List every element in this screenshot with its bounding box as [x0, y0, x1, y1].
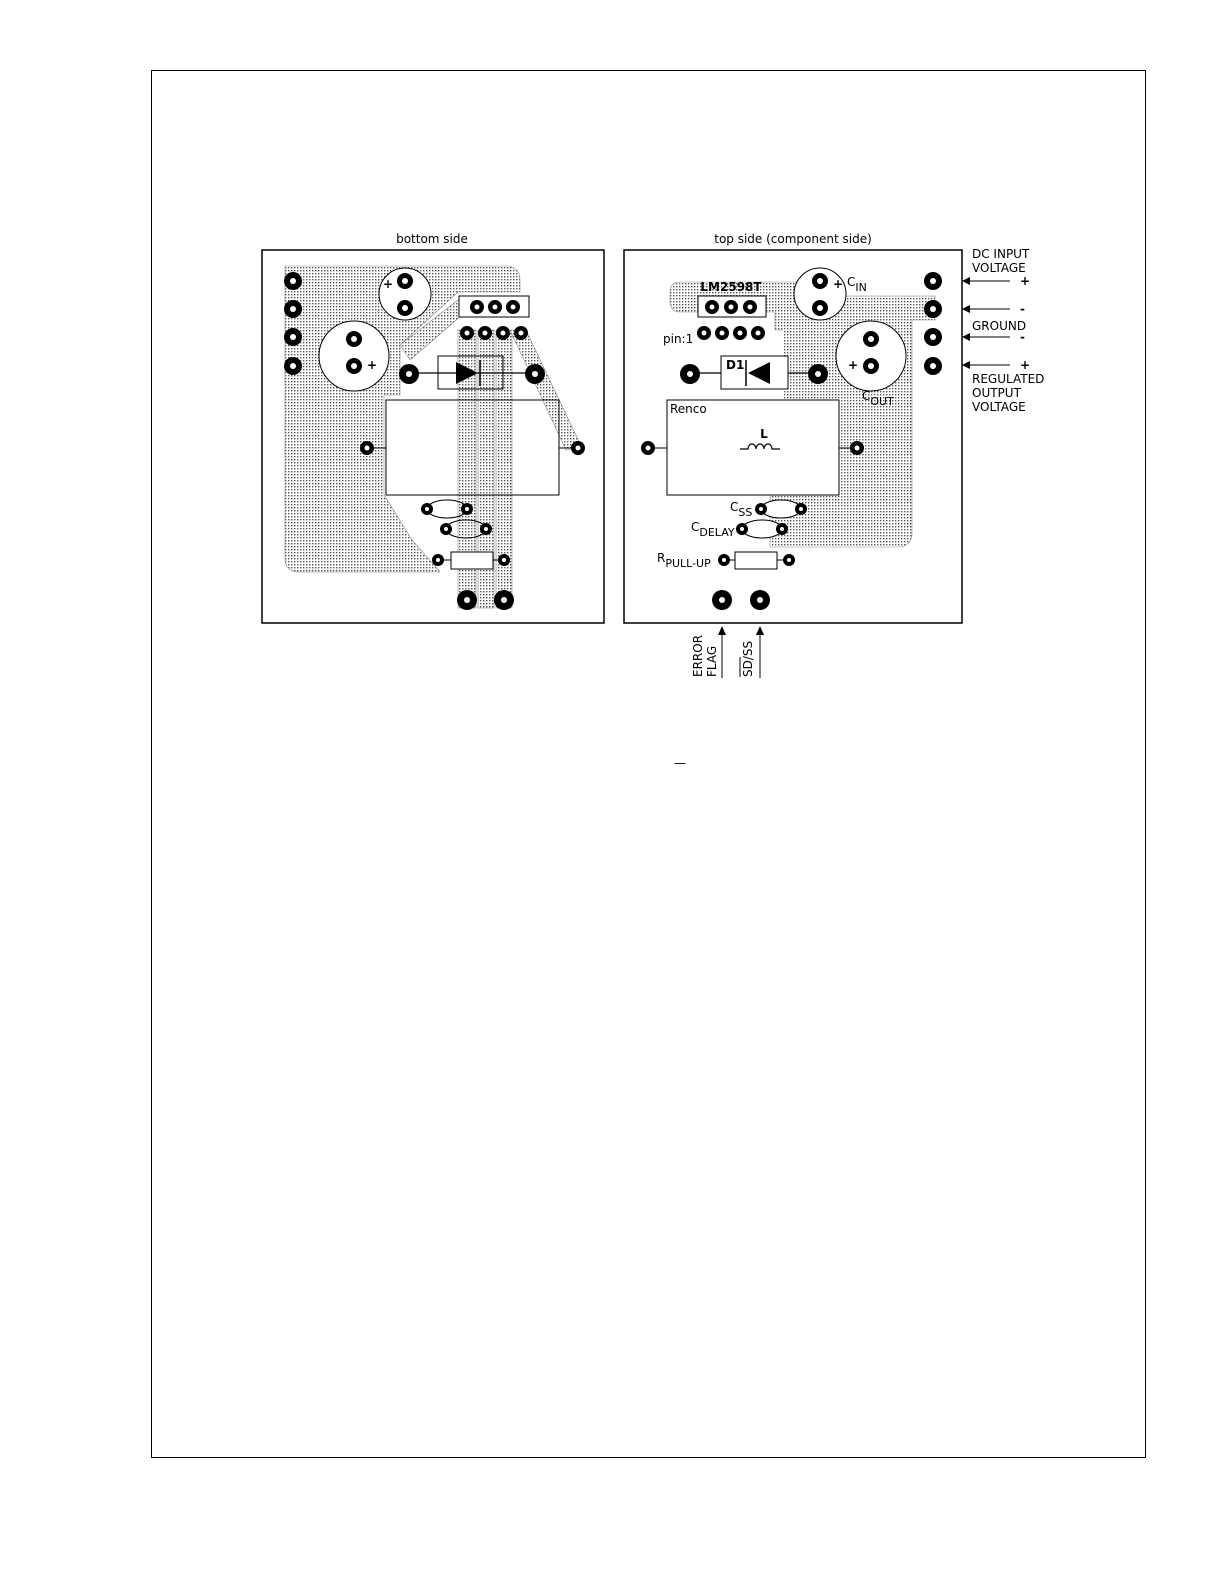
top-board-title: top side (component side) — [714, 232, 872, 246]
dc-input-minus-sign: - — [1020, 302, 1025, 316]
bottom-cout-plus: + — [367, 358, 377, 372]
regulated-label-1: REGULATED — [972, 372, 1044, 386]
rpull-outline — [734, 551, 778, 570]
inductor-label: L — [760, 427, 768, 441]
dc-input-plus-sign: + — [1020, 274, 1030, 288]
bottom-diode-symbol — [456, 362, 478, 384]
inductor-outline — [666, 399, 840, 496]
dc-input-label-2: VOLTAGE — [972, 261, 1026, 275]
bottom-board-outline — [261, 249, 605, 624]
pin1-label: pin:1 — [663, 332, 693, 346]
diode-label: D1 — [726, 358, 744, 372]
bottom-connection-arrows: ERROR FLAG SD/SS — [691, 626, 764, 678]
bottom-pads — [284, 272, 585, 610]
bottom-resistor-outline — [450, 551, 494, 570]
ic-label: LM2598T — [700, 280, 762, 294]
rpull-label: RPULL-UP — [657, 551, 711, 570]
inductor-vendor: Renco — [670, 402, 707, 416]
bottom-cout-outline — [318, 320, 390, 392]
ground-label: GROUND — [972, 319, 1026, 333]
cout-plus: + — [848, 358, 858, 372]
bottom-cin-plus: + — [383, 277, 393, 291]
diode-symbol — [748, 362, 770, 384]
connection-labels: DC INPUT VOLTAGE + - GROUND - + REGULATE… — [962, 247, 1044, 414]
top-pads — [641, 272, 942, 610]
bottom-board-title: bottom side — [396, 232, 468, 246]
ground-minus-sign: - — [1020, 330, 1025, 344]
css-label: CSS — [730, 500, 752, 519]
cdelay-label: CDELAY — [691, 520, 735, 539]
error-label: ERROR — [691, 635, 705, 677]
bottom-board: bottom side + + — [261, 232, 605, 624]
cout-outline — [835, 320, 907, 392]
cin-plus: + — [833, 277, 843, 291]
footer-mark: — — [674, 756, 686, 770]
top-board: top side (component side) LM2598T pin:1 … — [623, 232, 963, 624]
regulated-label-2: OUTPUT — [972, 386, 1022, 400]
bottom-cin-outline — [378, 267, 432, 321]
bottom-inductor-outline — [385, 399, 560, 496]
dc-input-label-1: DC INPUT — [972, 247, 1030, 261]
cout-label: COUT — [862, 389, 894, 408]
cin-outline — [793, 267, 847, 321]
flag-label: FLAG — [705, 646, 719, 677]
inductor-symbol — [740, 443, 780, 450]
bottom-diode-outline — [437, 355, 504, 390]
page-frame — [151, 70, 1146, 1458]
sdss-label: SD/SS — [741, 641, 755, 677]
regulated-plus-sign: + — [1020, 358, 1030, 372]
top-board-outline — [623, 249, 963, 624]
cin-label: CIN — [847, 275, 867, 294]
regulated-label-3: VOLTAGE — [972, 400, 1026, 414]
